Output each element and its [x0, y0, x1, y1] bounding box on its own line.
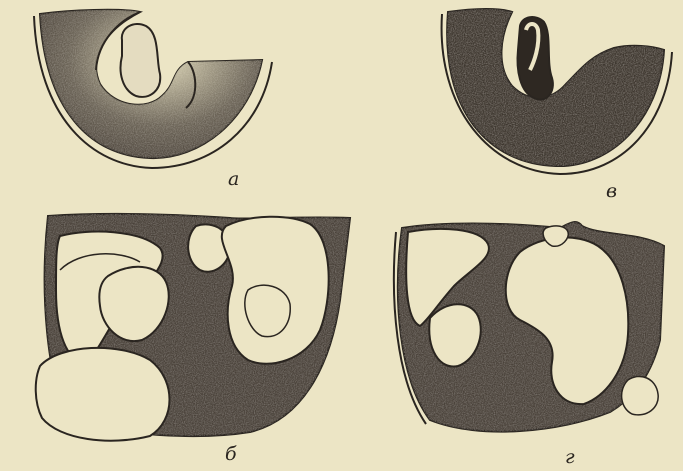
- panel-label-v: в: [606, 180, 617, 202]
- panel-label-b: б: [225, 443, 237, 465]
- panel-g-drawing: [380, 200, 680, 460]
- panel-label-a: а: [228, 168, 239, 190]
- panel-v-drawing: [430, 0, 680, 180]
- panel-label-g: г: [565, 446, 575, 468]
- panel-a-drawing: [30, 0, 272, 170]
- panel-b-drawing: [30, 200, 360, 450]
